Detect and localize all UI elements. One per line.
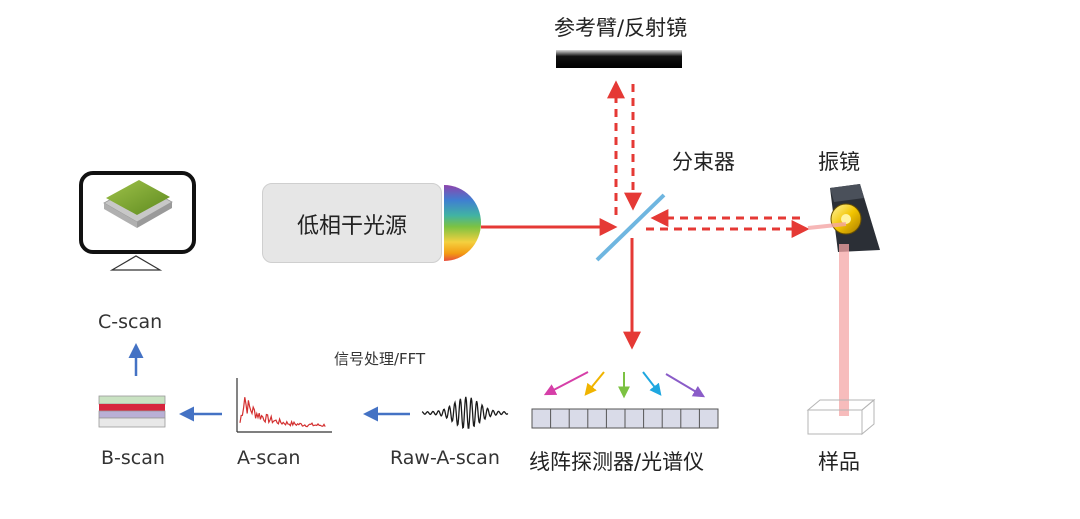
galvo-label: 振镜 — [818, 150, 860, 174]
light-source-box: 低相干光源 — [262, 183, 442, 263]
ascan-label: A-scan — [237, 447, 301, 469]
sample-box — [806, 398, 876, 436]
line-array-detector — [531, 408, 719, 429]
beam-splitter — [595, 193, 666, 262]
ascan-spectrum-plot-icon — [236, 378, 332, 433]
light-source-label: 低相干光源 — [296, 214, 407, 239]
signal-processing-label: 信号处理/FFT — [334, 350, 426, 368]
raw-ascan-label: Raw-A-scan — [390, 447, 500, 469]
bscan-label: B-scan — [101, 447, 165, 469]
detector-label: 线阵探测器/光谱仪 — [529, 450, 705, 474]
interference-waveform-icon — [421, 396, 509, 429]
sample-arm-beams — [646, 209, 810, 238]
light-source-emitter — [444, 185, 481, 261]
beam-splitter-label: 分束器 — [672, 150, 735, 174]
galvo-mirror-icon — [807, 184, 880, 252]
monitor-3d-cscan-icon — [79, 171, 196, 271]
reference-arm-label: 参考臂/反射镜 — [554, 16, 688, 40]
cscan-label: C-scan — [98, 311, 163, 333]
bscan-layers-icon — [98, 395, 166, 428]
spectrum-dispersion-arrows — [543, 371, 706, 399]
sample-beam — [839, 244, 849, 416]
sample-label: 样品 — [818, 450, 860, 474]
reference-mirror — [556, 50, 682, 68]
reference-arm-beams — [607, 80, 642, 215]
